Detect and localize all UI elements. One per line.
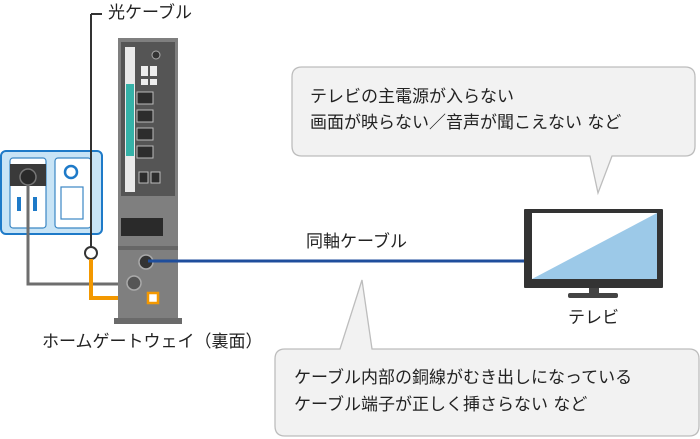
coax-cable-label: 同軸ケーブル <box>306 232 407 252</box>
tv-symptom-line-1: テレビの主電源が入らない <box>310 87 514 107</box>
optical-connector-ring <box>84 246 98 260</box>
cable-symptom-line-2: ケーブル端子が正しく挿さらない など <box>294 395 588 415</box>
gateway-label: ホームゲートウェイ（裏面） <box>42 332 263 352</box>
optical-cable-line <box>90 13 102 253</box>
television <box>524 209 663 298</box>
home-gateway-device <box>114 38 182 324</box>
optical-cable-label: 光ケーブル <box>108 3 192 23</box>
wall-outlet-panel <box>0 150 103 235</box>
cable-symptom-bubble <box>274 279 700 437</box>
outlet-cable <box>26 185 133 286</box>
tv-symptom-bubble <box>291 66 696 196</box>
tv-symptom-line-2: 画面が映らない／音声が聞こえない など <box>310 113 622 133</box>
tv-label: テレビ <box>568 308 619 328</box>
cable-symptom-line-1: ケーブル内部の銅線がむき出しになっている <box>294 368 633 388</box>
